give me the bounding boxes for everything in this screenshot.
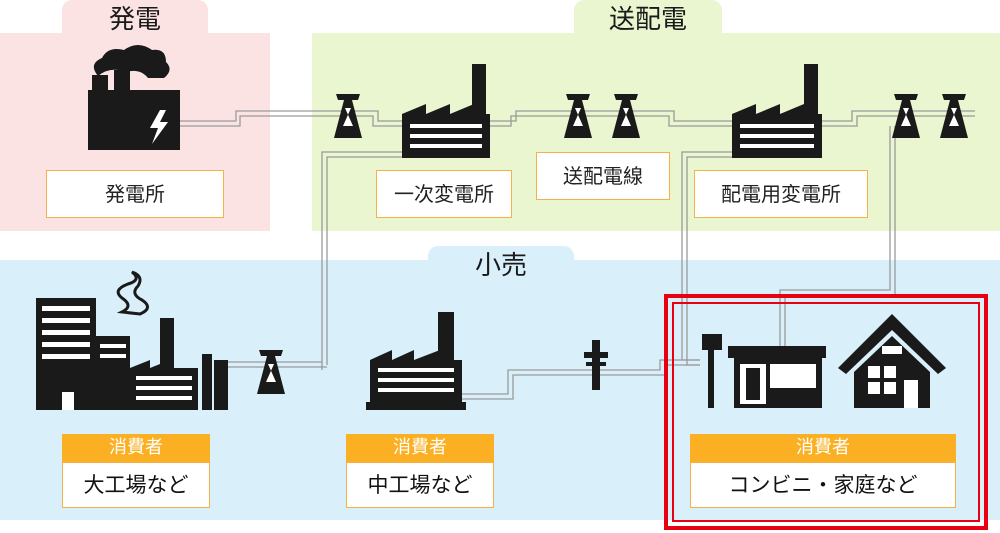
power-plant-icon <box>88 45 180 150</box>
consumer-small: コンビニ・家庭など <box>690 462 956 508</box>
tower-icons <box>257 94 968 394</box>
consumer-tag-small: 消費者 <box>690 434 956 462</box>
medium-factory-icon <box>366 312 466 410</box>
consumer-medium: 中工場など <box>346 462 494 508</box>
generation-zone-title: 発電 <box>62 0 208 40</box>
power-plant-label: 発電所 <box>46 170 224 218</box>
consumer-tag-medium: 消費者 <box>346 434 494 462</box>
convenience-store-icon <box>702 334 826 408</box>
consumer-large: 大工場など <box>62 462 210 508</box>
utility-pole-icon <box>584 340 608 390</box>
highlight-frame-inner <box>672 302 980 522</box>
transmission-zone-title: 送配電 <box>574 0 722 40</box>
consumer-tag-large: 消費者 <box>62 434 210 462</box>
large-factory-icon <box>36 270 228 410</box>
house-icon <box>838 314 946 408</box>
highlight-frame <box>664 294 988 530</box>
retail-zone-title: 小売 <box>428 246 574 286</box>
primary-substation-icon <box>402 64 490 158</box>
distribution-substation-label: 配電用変電所 <box>694 170 868 218</box>
primary-substation-label: 一次変電所 <box>376 170 512 218</box>
distribution-substation-icon <box>732 64 822 158</box>
transmission-line-label: 送配電線 <box>536 152 670 200</box>
